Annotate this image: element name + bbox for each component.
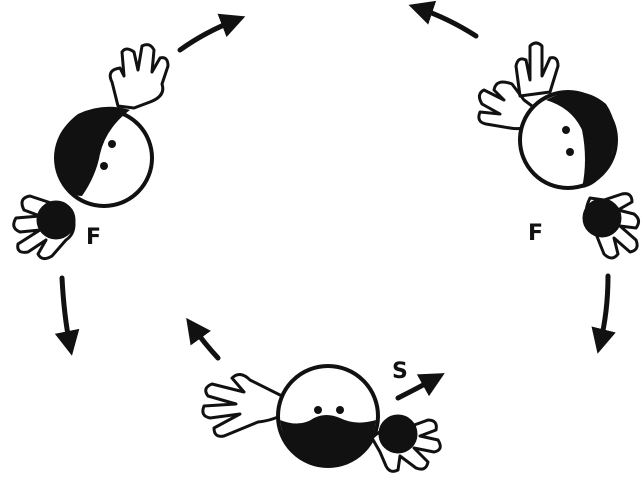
right-figure-head (518, 90, 618, 190)
bottom-figure-ball (378, 414, 418, 454)
right-figure-eye-2 (566, 148, 574, 156)
arrow-right-down (591, 273, 616, 354)
right-figure-lower-hand (582, 192, 641, 260)
arrow-top-right (408, 0, 479, 39)
left-figure-head (54, 106, 154, 208)
bottom-figure-label: S (392, 359, 408, 384)
bottom-figure: S (201, 359, 442, 473)
right-figure-eye-1 (562, 126, 570, 134)
left-figure-eye-1 (108, 140, 116, 148)
left-figure-eye-2 (100, 162, 108, 170)
right-figure-ball (582, 198, 622, 238)
arrow-bottom-right (395, 373, 445, 401)
bottom-figure-eye-1 (314, 406, 322, 414)
right-figure-label: F (528, 221, 543, 246)
bottom-figure-eye-2 (336, 406, 344, 414)
bottom-figure-left-hand (201, 373, 288, 438)
left-figure-label: F (86, 225, 101, 250)
left-figure-upper-hand (108, 43, 170, 110)
right-figure: F (477, 41, 641, 260)
left-figure: F (12, 43, 170, 261)
arrow-top-left (177, 13, 246, 53)
left-figure-lower-hand (12, 194, 76, 261)
bottom-figure-head (276, 364, 380, 468)
arrow-bottom-left (186, 317, 221, 361)
bottom-figure-right-hand (370, 414, 442, 473)
left-figure-ball (36, 200, 76, 240)
arrow-left-down (54, 275, 80, 356)
